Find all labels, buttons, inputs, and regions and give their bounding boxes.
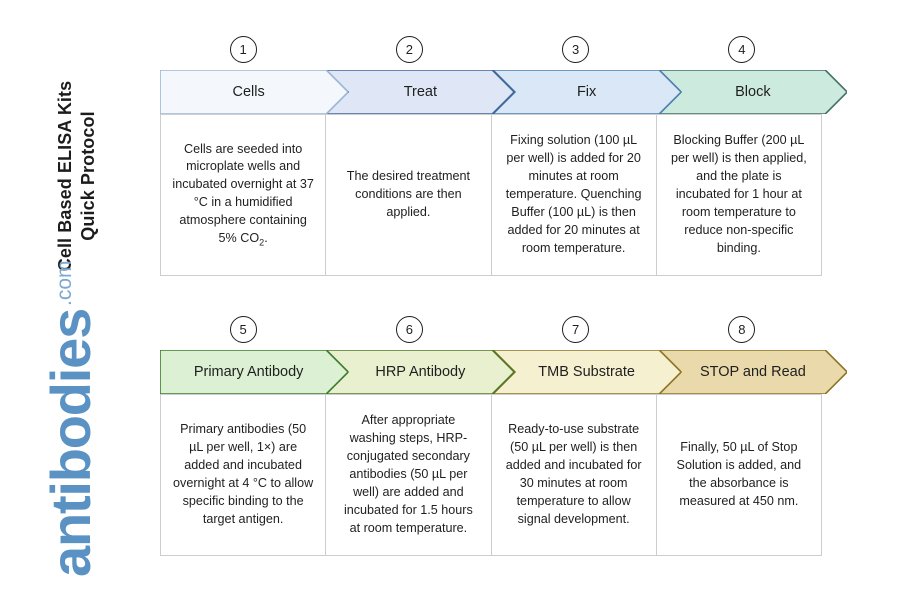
step-number-7: 7 <box>562 316 590 343</box>
page-title-line-1: Cell Based ELISA Kits <box>54 80 75 272</box>
step-body-cell-5: Primary antibodies (50 µL per well, 1×) … <box>160 394 327 556</box>
step-chevron-1[interactable]: Cells <box>160 70 349 114</box>
step-chevron-2[interactable]: Treat <box>326 70 515 114</box>
step-body-text-2: The desired treatment conditions are the… <box>346 169 470 219</box>
step-label-8: STOP and Read <box>699 364 806 380</box>
protocol-row-1: 1 2 3 4 Cells Treat Fix Block Cells are seeded… <box>160 36 847 276</box>
step-body-text-5: Primary antibodies (50 µL per well, 1×) … <box>173 422 314 526</box>
brand-tld: .com <box>53 260 76 306</box>
step-label-5: Primary Antibody <box>193 364 304 380</box>
step-body-cell-4: Blocking Buffer (200 µL per well) is the… <box>655 114 822 276</box>
step-number-6: 6 <box>395 316 423 343</box>
step-body-cell-1: Cells are seeded into microplate wells a… <box>160 114 327 276</box>
step-chevron-5[interactable]: Primary Antibody <box>160 350 349 394</box>
step-number-strip-1: 1 2 3 4 <box>160 36 825 70</box>
step-body-text-4: Blocking Buffer (200 µL per well) is the… <box>670 133 807 255</box>
body-strip-2: Primary antibodies (50 µL per well, 1×) … <box>160 394 826 556</box>
step-body-text-6: After appropriate washing steps, HRP-con… <box>343 413 473 535</box>
step-label-4: Block <box>735 84 771 100</box>
protocol-row-2: 5 6 7 8 Primary Antibody HRP Antibody TMB Sub… <box>160 316 847 556</box>
step-label-1: Cells <box>232 84 265 100</box>
step-body-cell-8: Finally, 50 µL of Stop Solution is added… <box>655 394 822 556</box>
chevron-strip-2: Primary Antibody HRP Antibody TMB Substrat… <box>160 350 847 394</box>
step-label-6: HRP Antibody <box>375 364 466 380</box>
step-number-3: 3 <box>562 36 590 63</box>
step-number-4: 4 <box>728 36 756 63</box>
step-chevron-3[interactable]: Fix <box>492 70 681 114</box>
step-chevron-6[interactable]: HRP Antibody <box>326 350 515 394</box>
step-number-5: 5 <box>229 316 257 343</box>
step-number-1: 1 <box>229 36 257 63</box>
step-label-3: Fix <box>576 84 597 100</box>
step-number-8: 8 <box>728 316 756 343</box>
step-body-text-7: Ready-to-use substrate (50 µL per well) … <box>505 422 642 526</box>
step-number-2: 2 <box>395 36 423 63</box>
step-body-text-8: Finally, 50 µL of Stop Solution is added… <box>676 440 802 508</box>
step-chevron-4[interactable]: Block <box>658 70 847 114</box>
step-label-7: TMB Substrate <box>538 364 635 380</box>
step-body-cell-3: Fixing solution (100 µL per well) is add… <box>490 114 657 276</box>
chevron-strip-1: Cells Treat Fix Block <box>160 70 847 114</box>
brand-wordmark: antibodies <box>39 308 103 577</box>
step-body-cell-7: Ready-to-use substrate (50 µL per well) … <box>490 394 657 556</box>
step-chevron-7[interactable]: TMB Substrate <box>492 350 681 394</box>
step-label-2: Treat <box>403 84 438 100</box>
step-body-cell-2: The desired treatment conditions are the… <box>325 114 492 276</box>
step-chevron-8[interactable]: STOP and Read <box>658 350 847 394</box>
step-body-text-1: Cells are seeded into microplate wells a… <box>172 141 314 248</box>
step-body-cell-6: After appropriate washing steps, HRP-con… <box>325 394 492 556</box>
left-rail: Cell Based ELISA Kits Quick Protocol ant… <box>0 0 150 594</box>
brand-logo: antibodies .com <box>27 260 103 577</box>
step-body-text-3: Fixing solution (100 µL per well) is add… <box>505 133 642 255</box>
page-title-line-2: Quick Protocol <box>78 111 98 241</box>
step-number-strip-2: 5 6 7 8 <box>160 316 825 350</box>
body-strip-1: Cells are seeded into microplate wells a… <box>160 114 826 276</box>
